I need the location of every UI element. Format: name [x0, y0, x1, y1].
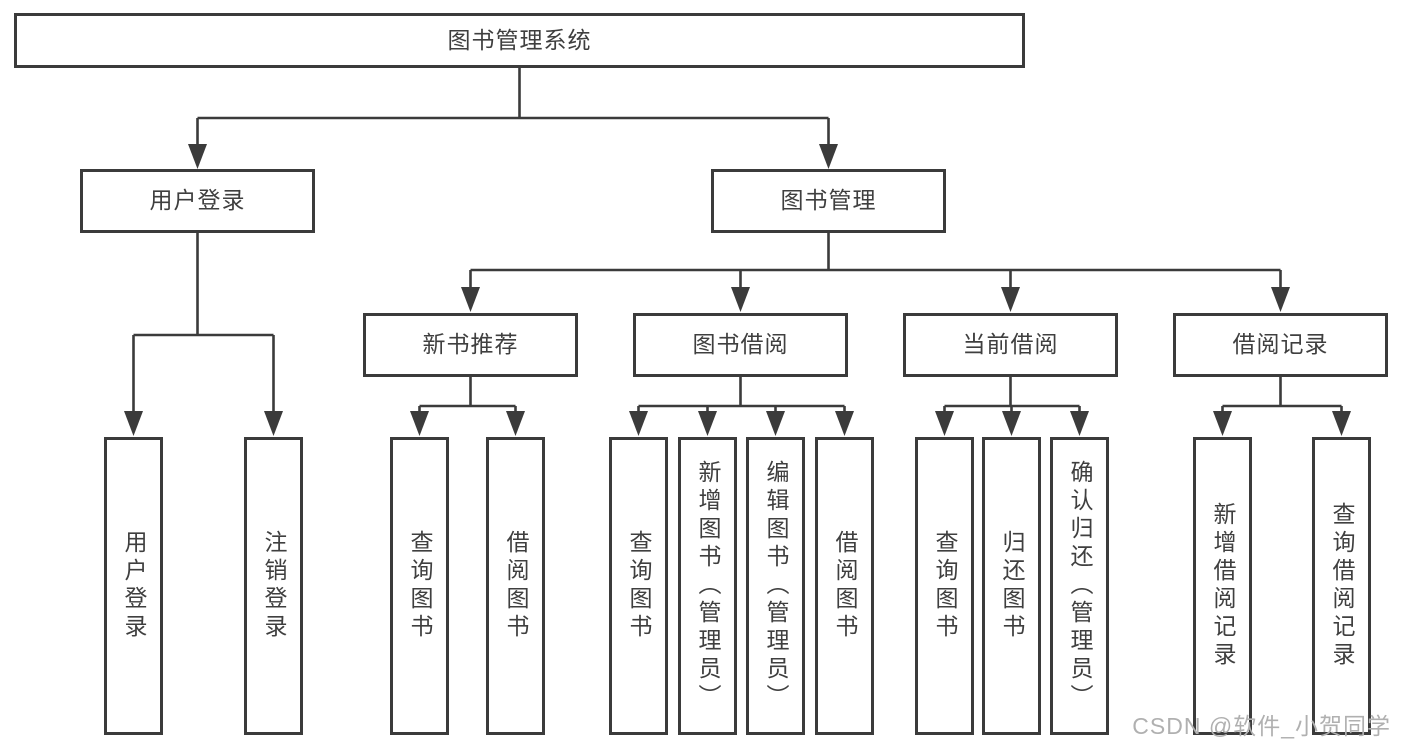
- node-book-management-label: 图书管理: [780, 187, 877, 214]
- leaf-query-borrow-record-label: 查询借阅记录: [1329, 502, 1355, 670]
- leaf-edit-books-admin-label: 编辑图书（管理员）: [763, 460, 789, 712]
- leaf-add-borrow-record: 新增借阅记录: [1193, 437, 1252, 735]
- node-new-book-recommend-label: 新书推荐: [422, 331, 519, 358]
- leaf-borrow-books-borrowing-label: 借阅图书: [832, 530, 858, 642]
- leaf-edit-books-admin: 编辑图书（管理员）: [746, 437, 805, 735]
- leaf-user-login-label: 用户登录: [121, 530, 147, 642]
- leaf-confirm-return-admin: 确认归还（管理员）: [1050, 437, 1109, 735]
- leaf-query-books-recommend-label: 查询图书: [407, 530, 433, 642]
- node-root: 图书管理系统: [14, 13, 1025, 68]
- leaf-user-login: 用户登录: [104, 437, 163, 735]
- leaf-return-books-label: 归还图书: [999, 530, 1025, 642]
- node-borrowing-records-label: 借阅记录: [1232, 331, 1329, 358]
- node-user-login: 用户登录: [80, 169, 315, 233]
- leaf-borrow-books-recommend: 借阅图书: [486, 437, 545, 735]
- node-book-borrowing: 图书借阅: [633, 313, 848, 377]
- node-root-label: 图书管理系统: [447, 26, 592, 53]
- watermark: CSDN @软件_小贺同学: [1132, 713, 1391, 739]
- node-borrowing-records: 借阅记录: [1173, 313, 1388, 377]
- leaf-query-books-recommend: 查询图书: [390, 437, 449, 735]
- arrowhead-group: [124, 144, 1351, 436]
- node-new-book-recommend: 新书推荐: [363, 313, 578, 377]
- leaf-borrow-books-borrowing: 借阅图书: [815, 437, 874, 735]
- leaf-return-books: 归还图书: [982, 437, 1041, 735]
- leaf-query-borrow-record: 查询借阅记录: [1312, 437, 1371, 735]
- leaf-logout: 注销登录: [244, 437, 303, 735]
- leaf-confirm-return-admin-label: 确认归还（管理员）: [1067, 460, 1093, 712]
- leaf-query-books-current-label: 查询图书: [932, 530, 958, 642]
- node-user-login-label: 用户登录: [149, 187, 246, 214]
- node-current-borrowing: 当前借阅: [903, 313, 1118, 377]
- node-book-borrowing-label: 图书借阅: [692, 331, 789, 358]
- leaf-query-books-current: 查询图书: [915, 437, 974, 735]
- leaf-borrow-books-recommend-label: 借阅图书: [503, 530, 529, 642]
- leaf-logout-label: 注销登录: [261, 530, 287, 642]
- leaf-query-books-borrowing-label: 查询图书: [626, 530, 652, 642]
- leaf-query-books-borrowing: 查询图书: [609, 437, 668, 735]
- leaf-add-borrow-record-label: 新增借阅记录: [1210, 502, 1236, 670]
- node-current-borrowing-label: 当前借阅: [962, 331, 1059, 358]
- leaf-add-books-admin: 新增图书（管理员）: [678, 437, 737, 735]
- node-book-management: 图书管理: [711, 169, 946, 233]
- leaf-add-books-admin-label: 新增图书（管理员）: [695, 460, 721, 712]
